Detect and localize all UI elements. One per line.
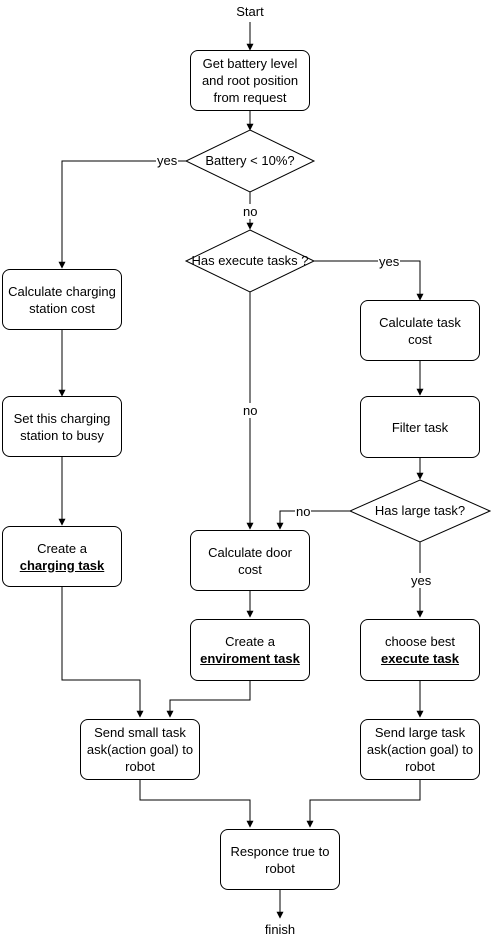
execute-decision-diamond [184,229,316,293]
choose-best-node: choose best execute task [360,619,480,681]
edge-battery-yes [58,160,186,269]
battery-decision-label: Battery < 10%? [205,153,295,168]
set-busy-node: Set this charging station to busy [2,396,122,457]
send-small-node: Send small task ask(action goal) to robo… [80,719,200,780]
execute-yes-label: yes [378,254,401,269]
edge-large-no [276,510,350,530]
edge-create-charging-to-send-small [61,587,144,718]
send-large-node: Send large task ask(action goal) to robo… [360,719,480,780]
large-decision-label: Has large task? [374,503,466,518]
execute-decision-label: Has execute tasks ? [191,253,309,268]
edge-send-large-to-response [306,780,421,828]
battery-no-label: no [242,204,259,219]
edge-create-env-to-send-small [166,681,251,718]
filter-task-node: Filter task [360,396,480,458]
create-env-node: Create a enviroment task [190,619,310,681]
edge-execute-yes [314,260,424,301]
calc-charging-node: Calculate charging station cost [2,269,122,330]
finish-terminal: finish [264,922,296,937]
battery-decision-diamond [184,129,316,193]
get-battery-node: Get battery level and root position from… [190,50,310,111]
create-charging-node: Create a charging task [2,526,122,587]
calc-task-node: Calculate task cost [360,300,480,361]
start-terminal: Start [236,4,264,19]
response-node: Responce true to robot [220,829,340,890]
execute-no-label: no [242,403,259,418]
calc-door-node: Calculate door cost [190,530,310,591]
battery-yes-label: yes [156,153,179,168]
edge-send-small-to-response [139,780,254,828]
large-decision-diamond [348,479,491,543]
large-no-label: no [295,504,312,519]
large-yes-label: yes [410,573,433,588]
